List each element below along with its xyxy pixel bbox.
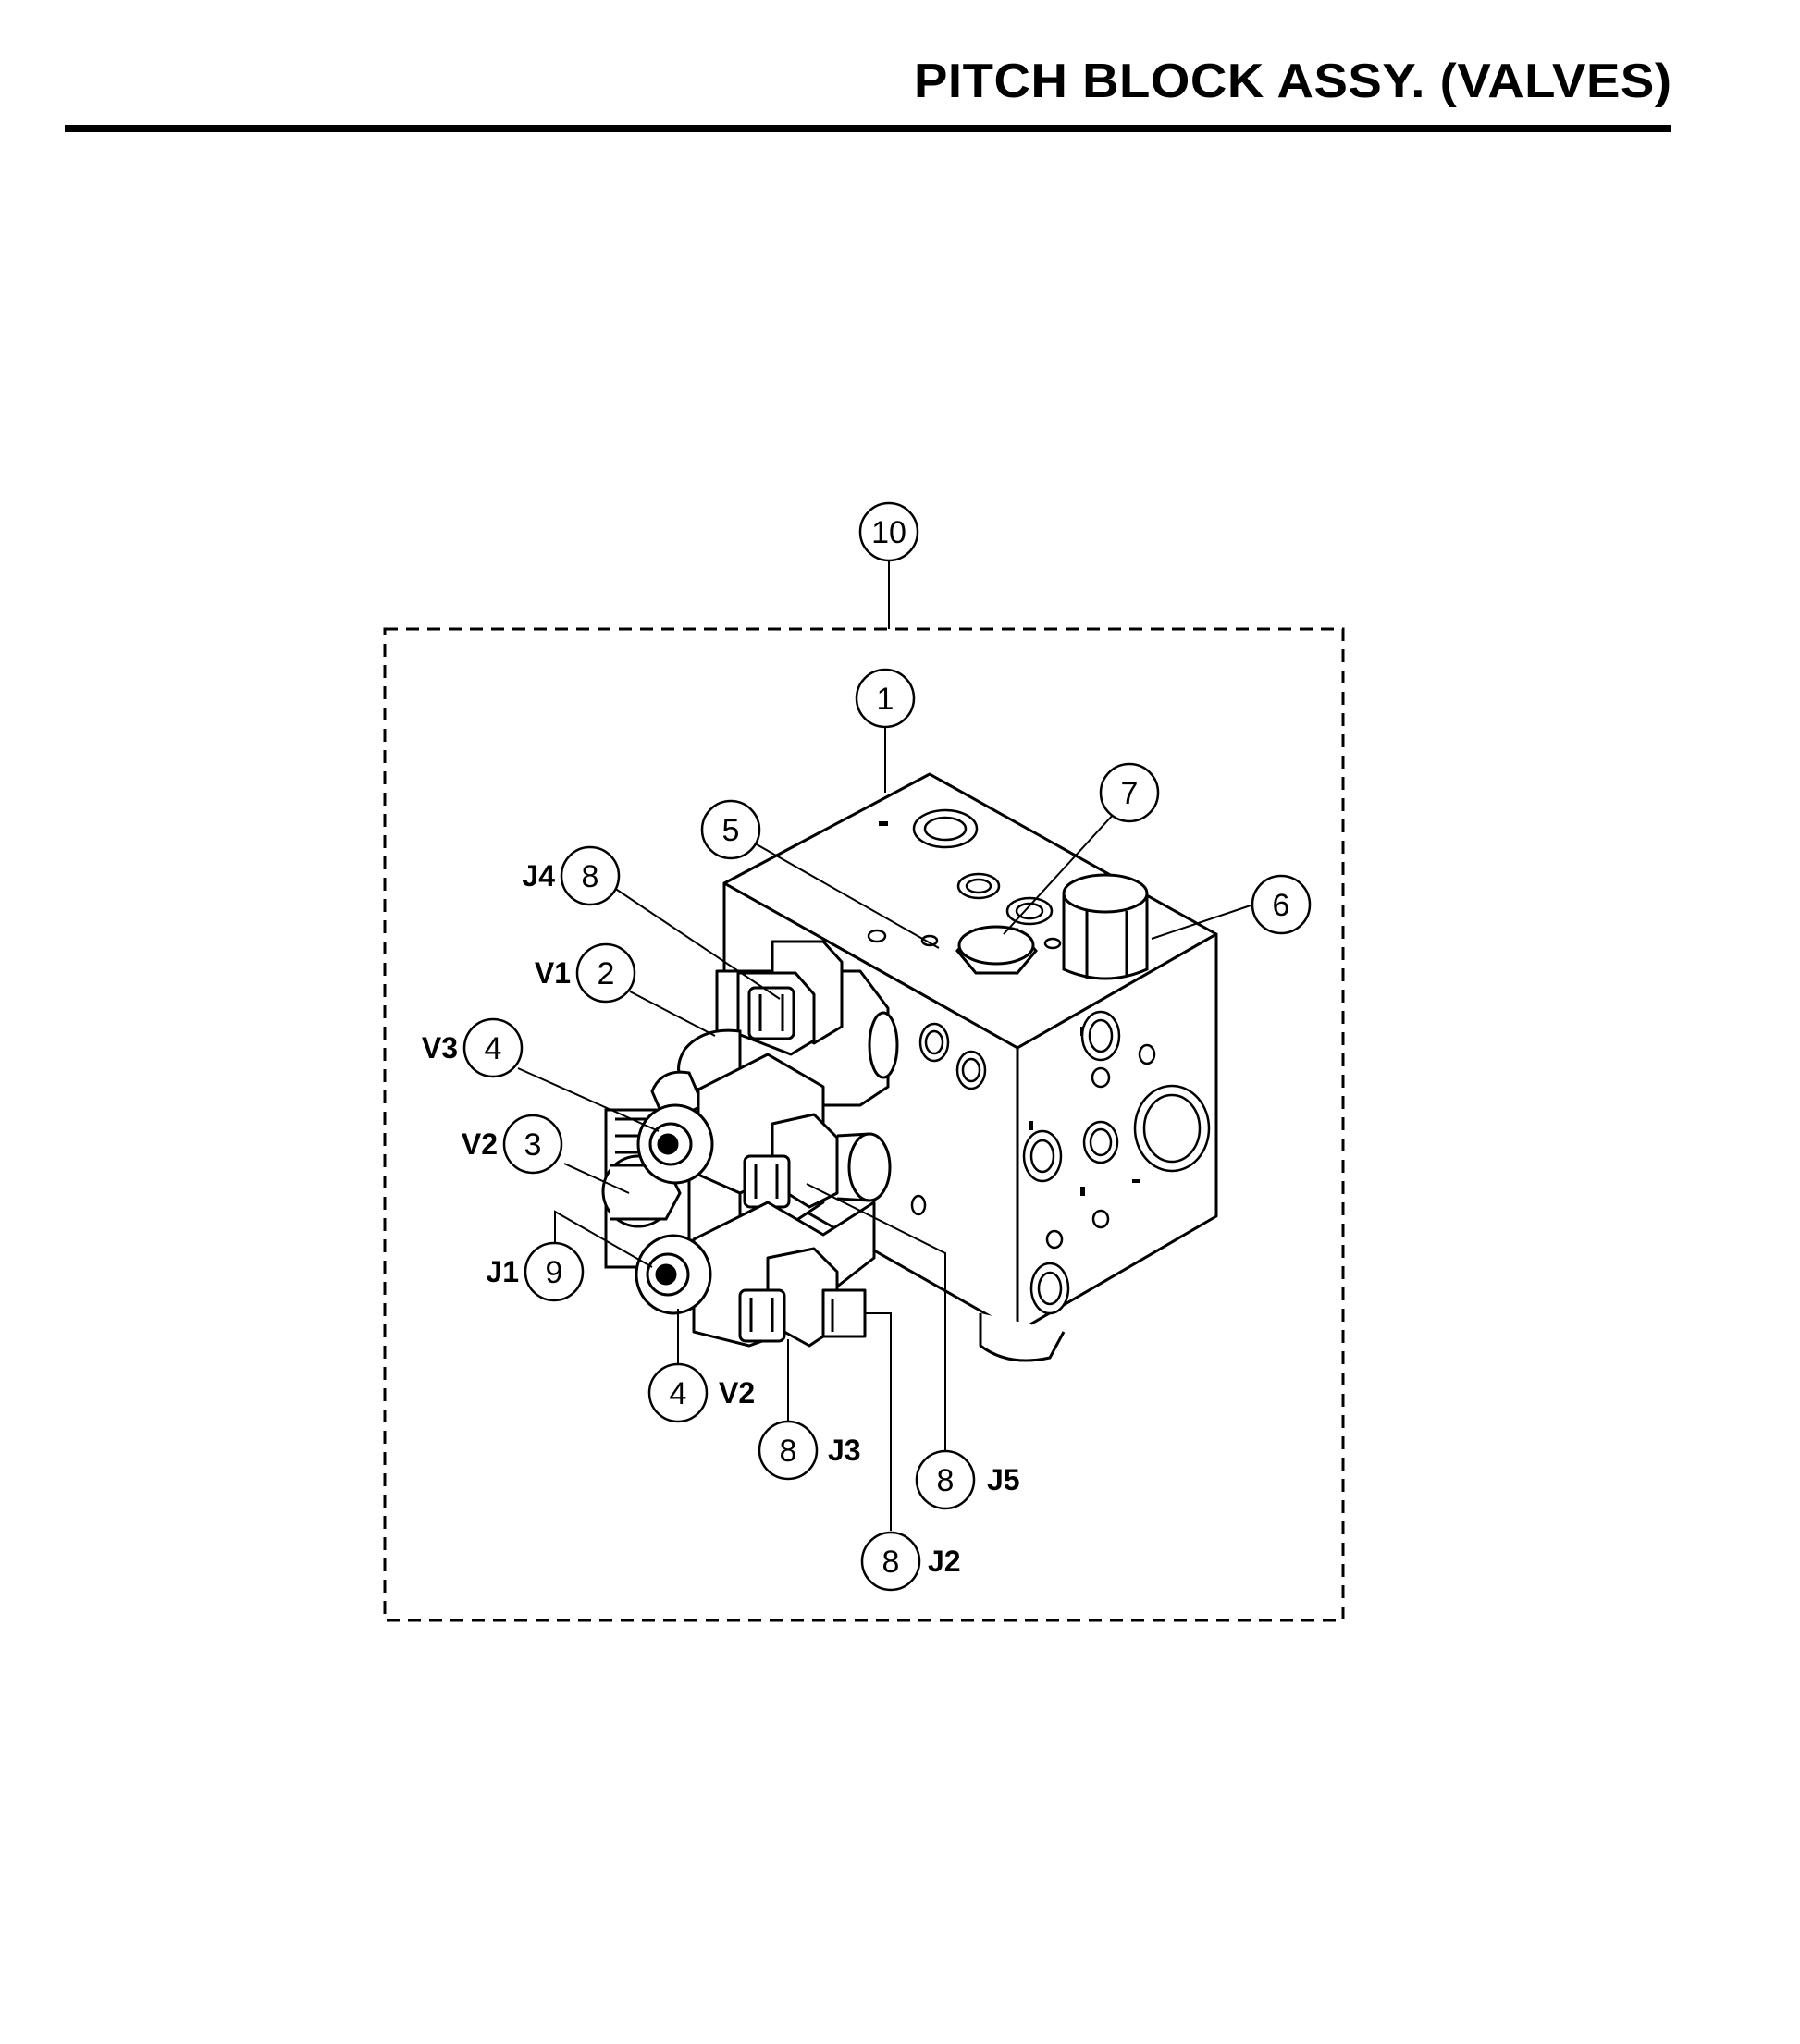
callout-8-j3: 8 [780,1434,797,1469]
callout-1: 1 [877,682,894,717]
assembly-boundary [383,627,1345,1622]
callout-8-j4: 8 [582,859,599,894]
label-j1: J1 [486,1255,519,1288]
callout-2: 2 [598,956,615,991]
callout-5: 5 [722,813,740,848]
coil-v2 [635,1201,876,1348]
label-j2: J2 [928,1545,961,1578]
callout-10: 10 [871,515,906,550]
right-face-ports [1022,1010,1211,1315]
leader-lines [517,561,1254,1531]
coil-v3 [636,1053,892,1232]
callout-9: 9 [546,1255,563,1290]
callout-8-j2: 8 [882,1545,900,1580]
label-j5: J5 [987,1463,1020,1496]
label-j4: J4 [522,859,555,893]
label-v1: V1 [535,956,571,990]
front-face-ports [910,1022,987,1216]
callout-7: 7 [1121,776,1139,811]
label-j3: J3 [828,1434,861,1467]
callout-4-v2: 4 [670,1376,687,1411]
callout-6: 6 [1273,888,1290,923]
label-v2-lower: V2 [719,1376,755,1410]
label-v2-upper: V2 [462,1127,498,1161]
label-v3: V3 [422,1031,458,1065]
hex-plug-7 [955,925,1038,975]
page-title: PITCH BLOCK ASSY. (VALVES) [914,55,1672,108]
hex-cap-6 [1062,873,1149,980]
top-face-ports [867,808,1062,950]
callout-4-v3: 4 [485,1031,502,1066]
title-rule [65,125,1671,132]
callout-circles [462,501,1312,1592]
callout-3: 3 [524,1127,542,1163]
callout-8-j5: 8 [937,1463,955,1498]
